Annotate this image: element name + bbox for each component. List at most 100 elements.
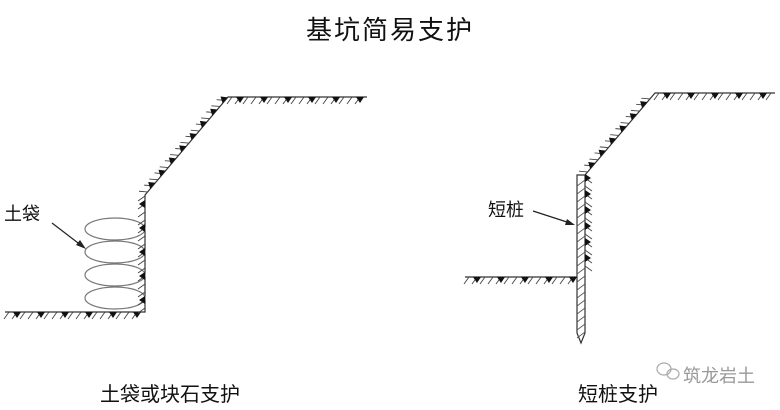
pile-hatch: [576, 179, 586, 187]
hatch-tick: [620, 122, 630, 124]
soil-marker: [585, 190, 591, 198]
soil-marker: [585, 254, 591, 262]
soil-marker: [521, 277, 529, 283]
hatch-tick: [137, 235, 146, 242]
hatch-tick: [266, 96, 273, 105]
hatch-tick: [717, 92, 724, 101]
soil-marker: [687, 93, 695, 99]
hatch-tick: [180, 141, 189, 144]
hatch-tick: [584, 201, 593, 208]
soil-bag: [84, 240, 146, 264]
hatch-tick: [346, 96, 353, 105]
soil-marker: [199, 120, 208, 128]
hatch-tick: [137, 195, 146, 202]
soil-hatching: [3, 92, 772, 339]
pile-hatch: [576, 307, 586, 315]
pile-hatch: [576, 219, 586, 227]
soil-marker: [236, 97, 244, 103]
short-pile: [576, 174, 586, 345]
hatch-tick: [479, 276, 486, 285]
hatch-tick: [211, 105, 221, 107]
soil-marker: [210, 108, 218, 116]
hatch-tick: [3, 311, 10, 320]
hatch-tick: [190, 129, 200, 132]
soil-marker: [497, 277, 505, 283]
soil-marker: [356, 97, 364, 103]
pile-hatch: [576, 323, 586, 331]
right-diagram-caption: 短桩支护: [578, 382, 658, 406]
soil-marker: [640, 101, 648, 109]
pile-hatch: [576, 259, 586, 267]
hatch-tick: [137, 267, 146, 274]
soil-marker: [663, 93, 671, 99]
pile-hatch: [576, 235, 586, 243]
hatch-tick: [669, 92, 676, 101]
soil-marker: [158, 169, 166, 177]
hatch-tick: [322, 96, 329, 105]
soil-bag-label: 土袋: [4, 204, 40, 225]
soil-bag-support-diagram: [5, 96, 367, 313]
pile-pointer-arrow: [532, 210, 571, 224]
hatch-tick: [137, 219, 146, 226]
hatch-tick: [578, 170, 588, 173]
soil-marker: [61, 312, 69, 318]
hatch-tick: [725, 92, 732, 101]
hatch-tick: [463, 276, 470, 285]
soil-bag: [84, 286, 146, 310]
soil-marker: [37, 312, 45, 318]
hatch-tick: [527, 276, 534, 285]
hatch-tick: [314, 96, 321, 105]
soil-marker: [735, 93, 743, 99]
hatch-tick: [43, 311, 50, 320]
pile-hatch: [576, 299, 586, 307]
soil-marker: [619, 125, 627, 133]
soil-marker: [569, 277, 577, 283]
hatch-tick: [584, 249, 593, 256]
hatch-tick: [159, 166, 169, 168]
soil-marker: [85, 312, 93, 318]
hatch-tick: [290, 96, 297, 105]
hatch-tick: [338, 96, 345, 105]
hatch-tick: [91, 311, 98, 320]
pile-hatch: [576, 203, 586, 211]
hatch-tick: [765, 92, 772, 101]
hatch-tick: [584, 217, 593, 224]
soil-marker: [598, 149, 606, 157]
soil-marker: [759, 93, 767, 99]
soil-marker: [585, 222, 591, 230]
pile-hatch: [576, 291, 586, 299]
soil-bag: [84, 217, 146, 241]
hatch-tick: [67, 311, 74, 320]
soil-marker: [139, 272, 145, 280]
hatch-tick: [749, 92, 756, 101]
hatch-tick: [51, 311, 58, 320]
soil-marker: [284, 97, 292, 103]
hatch-tick: [274, 96, 281, 105]
hatch-tick: [137, 211, 146, 218]
soil-marker: [629, 113, 637, 121]
hatch-tick: [149, 178, 158, 181]
hatch-tick: [137, 283, 146, 290]
pile-hatch: [576, 227, 586, 235]
soil-marker: [139, 248, 145, 256]
hatch-tick: [99, 311, 106, 320]
soil-marker: [332, 97, 340, 103]
pile-hatch: [576, 331, 586, 339]
soil-marker: [609, 137, 617, 145]
pile-hatch: [576, 251, 586, 259]
bag-pointer-arrow: [51, 222, 83, 247]
hatch-tick: [298, 96, 305, 105]
soil-marker: [13, 312, 21, 318]
pile-hatch: [576, 195, 586, 203]
page-title: 基坑简易支护: [305, 16, 474, 46]
hatch-tick: [641, 97, 650, 100]
soil-marker: [168, 157, 177, 165]
short-pile-label: 短桩: [488, 200, 524, 221]
soil-marker: [260, 97, 268, 103]
soil-marker: [139, 224, 145, 232]
pile-hatch: [576, 211, 586, 219]
pile-hatch: [576, 315, 586, 323]
hatch-tick: [599, 146, 609, 149]
hatch-tick: [503, 276, 510, 285]
hatch-tick: [250, 96, 257, 105]
